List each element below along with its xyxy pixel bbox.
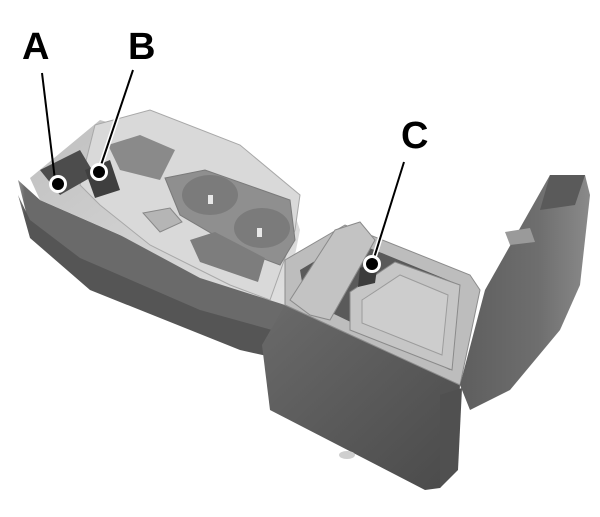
callout-label-b: B [128, 26, 156, 68]
small-tray [190, 232, 265, 282]
callout-b [90, 69, 136, 181]
console-left-side [18, 180, 290, 345]
armrest-lid [460, 175, 590, 410]
switch-panel [142, 207, 183, 233]
callout-label-a: A [22, 26, 50, 68]
storage-bin-body [262, 305, 460, 490]
callout-a [41, 72, 67, 193]
callout-c [363, 161, 407, 273]
bin-latch [339, 451, 355, 459]
lid-hinge-tab [505, 228, 535, 245]
bin-divider [289, 221, 376, 321]
front-tray [108, 135, 175, 180]
callout-label-c: C [401, 115, 429, 157]
